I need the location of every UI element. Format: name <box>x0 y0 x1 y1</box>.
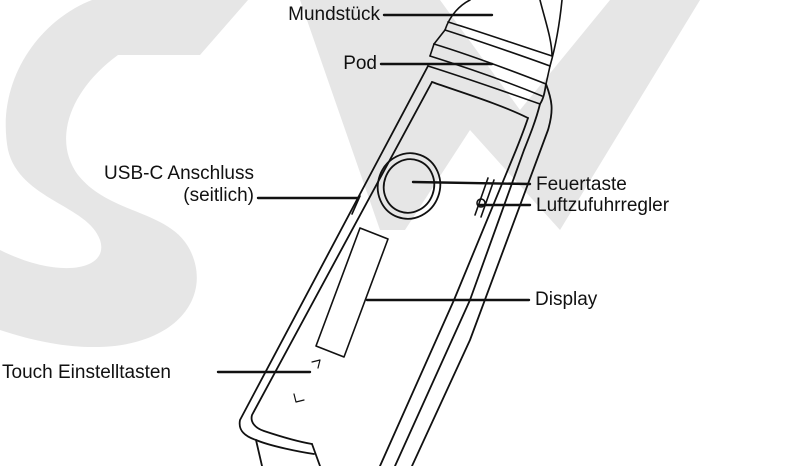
display-graphic <box>315 227 389 358</box>
device-body-graphic <box>238 65 553 466</box>
label-pod: Pod <box>343 53 377 74</box>
label-touch-keys: Touch Einstelltasten <box>2 362 171 383</box>
fire-button-graphic <box>376 152 442 220</box>
label-display: Display <box>535 289 598 310</box>
label-mouthpiece: Mundstück <box>288 4 380 25</box>
label-airflow: Luftzufuhrregler <box>536 195 670 216</box>
label-usb-line2: (seitlich) <box>183 185 254 206</box>
leader-lines <box>216 13 532 374</box>
watermark-graphic <box>0 0 700 348</box>
touch-keys-graphic <box>293 359 321 403</box>
leader-fire-button <box>411 180 532 186</box>
mouthpiece-graphic <box>444 0 563 67</box>
label-usb-line1: USB-C Anschluss <box>104 163 254 184</box>
label-fire-button: Feuertaste <box>536 174 627 195</box>
